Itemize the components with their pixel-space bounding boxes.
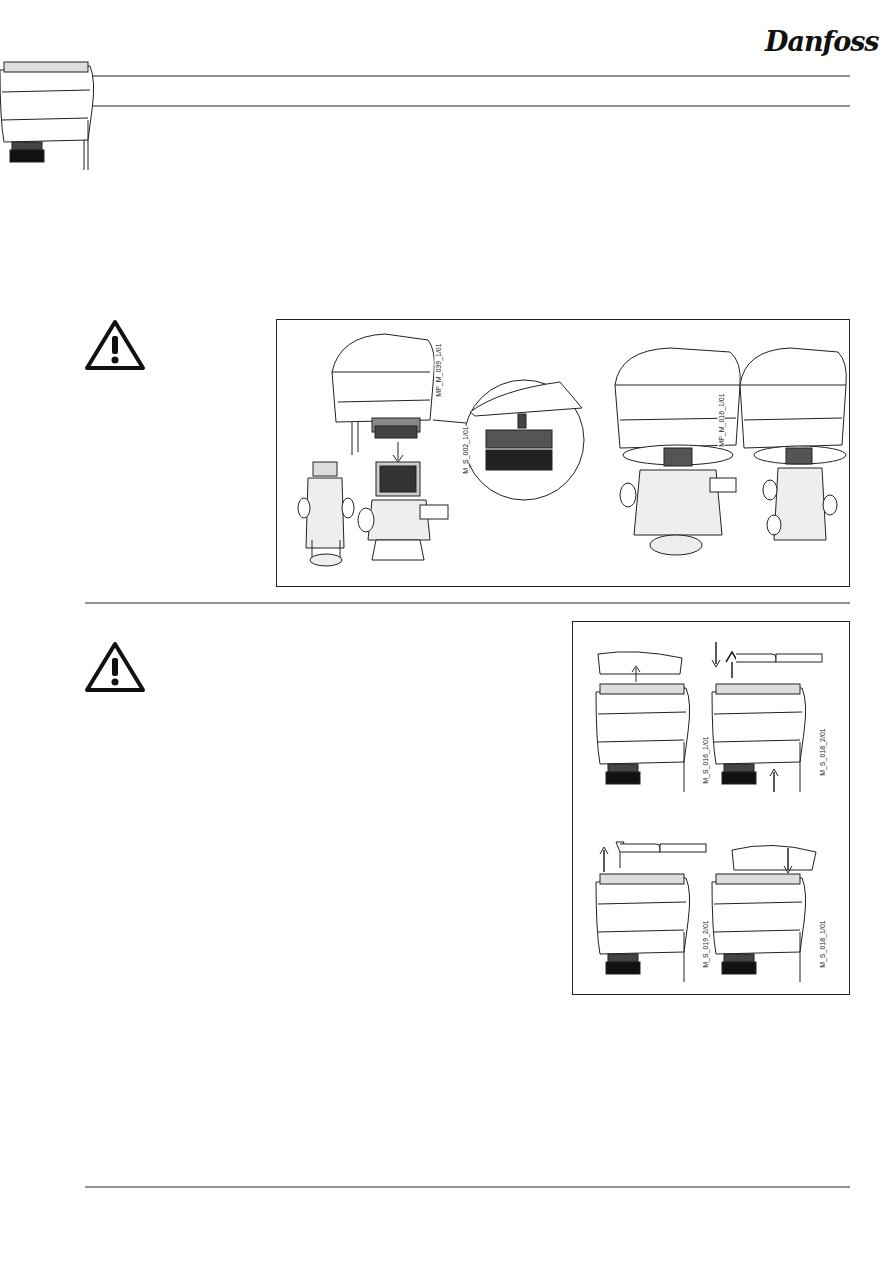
- figure-code: MP_M_016_1/01: [718, 392, 725, 447]
- figure-code: M_S_018_1/01: [819, 919, 826, 968]
- brand-logo: Danfoss: [765, 28, 879, 55]
- figure-code: M_S_002_1/01: [462, 425, 469, 474]
- figure-code: M_S_018_2/01: [819, 727, 826, 776]
- figure-code: MP_M_039_1/01: [435, 342, 442, 397]
- figure-code: M_S_019_2/01: [702, 919, 709, 968]
- figure-code: M_S_016_1/01: [702, 735, 709, 784]
